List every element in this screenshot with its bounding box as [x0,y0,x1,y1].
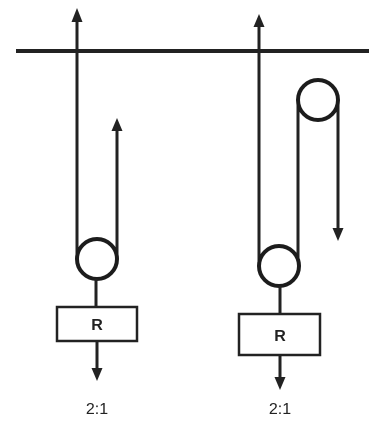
ratio-label: 2:1 [86,401,108,418]
down-arrowhead [332,228,344,241]
movable-pulley [257,244,301,288]
movable-pulley [75,237,119,281]
down-arrowhead [274,377,286,390]
pulley-system-1: R 2:1 [55,8,139,418]
load-label: R [274,328,286,345]
up-arrowhead [253,14,265,27]
up-arrowhead [71,8,83,22]
load-box [55,305,139,343]
down-arrowhead [91,368,103,381]
up-arrowhead [111,118,123,131]
ratio-label: 2:1 [269,401,291,418]
pulley-system-2: R 2:1 [237,14,344,418]
load-label: R [91,317,103,334]
fixed-pulley [296,78,340,122]
